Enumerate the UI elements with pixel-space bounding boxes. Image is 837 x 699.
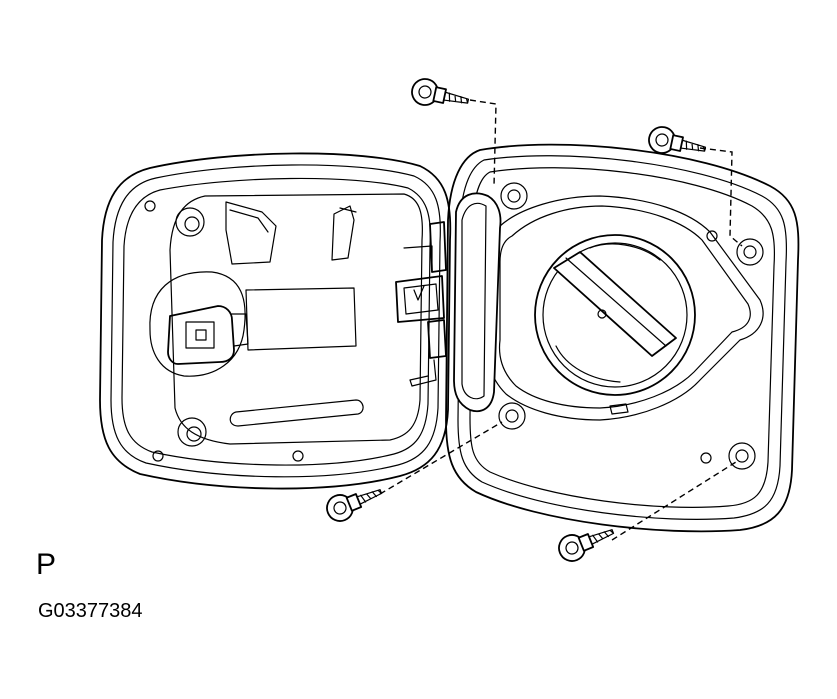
filler-cap: [534, 234, 696, 415]
boss-bottom-left: [177, 417, 207, 447]
screw-bottom-left: [326, 489, 383, 522]
assembly-leader-lines: [379, 99, 743, 541]
fuel-lid-door: [99, 152, 452, 490]
screw-top-right: [648, 126, 707, 154]
figure-code-label: G03377384: [38, 600, 143, 622]
filler-housing: [445, 143, 800, 533]
screw-bottom-right: [558, 529, 615, 562]
mount-hole-bottom-left: [498, 402, 526, 430]
screw-top: [411, 78, 470, 106]
view-marker-label: P: [36, 548, 57, 581]
boss-top-left: [175, 207, 205, 237]
mount-hole-top-right: [736, 238, 764, 266]
mount-hole-top-left: [500, 182, 528, 210]
mount-hole-bottom-right: [728, 442, 756, 470]
